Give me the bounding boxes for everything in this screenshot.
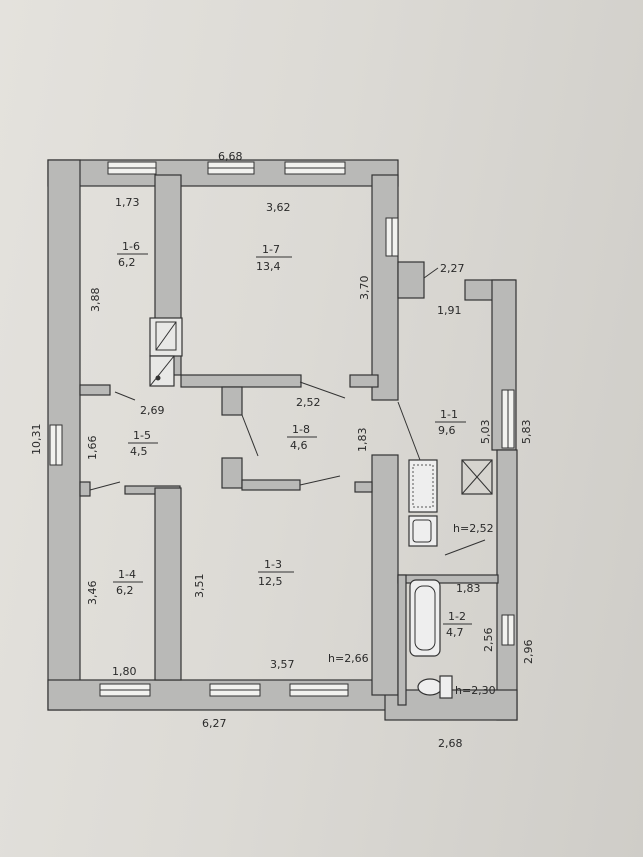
wall-bath-right: [496, 449, 518, 721]
wall-r8-stub-bottom: [221, 457, 243, 489]
wall-r6-bottom: [79, 384, 111, 396]
wall-r4-top: [79, 481, 91, 497]
wall-r3-top-mid: [241, 479, 301, 491]
toilet: [417, 678, 443, 696]
dim-r2-outer: 2,96: [522, 640, 535, 665]
svg-text:13,4: 13,4: [256, 260, 281, 273]
wall-r3-top-right: [354, 481, 373, 493]
utility-box: [461, 459, 493, 495]
svg-text:6,2: 6,2: [116, 584, 134, 597]
room-label-1-5: 1-5 4,5: [128, 429, 158, 458]
room-label-1-3: 1-3 12,5: [258, 558, 294, 588]
dim-left-overall: 10,31: [30, 424, 43, 456]
dim-bath-bottom: 2,68: [438, 737, 463, 750]
wall-r7-bottom-left: [180, 374, 302, 388]
dim-r7-side: 3,70: [358, 276, 371, 301]
room-label-1-6: 1-6 6,2: [117, 240, 148, 269]
dim-top-overall: 6,68: [218, 150, 243, 163]
dim-r1-inner: 1,91: [437, 304, 462, 317]
dim-r2-side: 2,56: [482, 628, 495, 653]
wall-r3-right: [371, 454, 399, 696]
wall-r8-stub-top: [221, 386, 243, 416]
svg-text:1-7: 1-7: [262, 243, 280, 256]
svg-text:1-4: 1-4: [118, 568, 136, 581]
dim-r5-side: 1,66: [86, 436, 99, 461]
dim-r7-top: 3,62: [266, 201, 291, 214]
dim-r6-side: 3,88: [89, 288, 102, 313]
dim-bottom-overall: 6,27: [202, 717, 227, 730]
dim-r1-side: 5,03: [479, 420, 492, 445]
cooktop: [408, 459, 438, 513]
svg-text:1-2: 1-2: [448, 610, 466, 623]
wall-step: [397, 261, 425, 299]
svg-text:6,2: 6,2: [118, 256, 136, 269]
wall-r4-r3: [154, 487, 182, 681]
height-kitchen: h=2,52: [453, 522, 494, 535]
doors: [89, 381, 486, 556]
svg-text:12,5: 12,5: [258, 575, 283, 588]
svg-text:9,6: 9,6: [438, 424, 456, 437]
svg-text:4,6: 4,6: [290, 439, 308, 452]
wall-right-upper: [371, 174, 399, 401]
room-label-1-4: 1-4 6,2: [113, 568, 143, 597]
fixtures: [149, 317, 493, 699]
room-label-1-8: 1-8 4,6: [287, 423, 317, 452]
dim-r8-top: 2,52: [296, 396, 321, 409]
svg-text:4,5: 4,5: [130, 445, 148, 458]
bathtub: [409, 579, 441, 657]
height-bath: h=2,30: [455, 684, 496, 697]
dim-r1-outer: 5,83: [520, 420, 533, 445]
room-label-1-7: 1-7 13,4: [256, 243, 292, 273]
dim-r3-bottom: 3,57: [270, 658, 295, 671]
wall-r7-bottom-right: [349, 374, 379, 388]
wall-bath-left: [397, 574, 407, 706]
dim-r1-top: 2,27: [440, 262, 465, 275]
room-label-1-2: 1-2 4,7: [443, 610, 472, 639]
svg-text:4,7: 4,7: [446, 626, 464, 639]
svg-text:1-6: 1-6: [122, 240, 140, 253]
dim-r4-side: 3,46: [86, 581, 99, 606]
windows: [49, 161, 515, 697]
dim-r4-bottom: 1,80: [112, 665, 137, 678]
dim-r3-side: 3,51: [193, 574, 206, 599]
dim-r6-top: 1,73: [115, 196, 140, 209]
room-label-1-1: 1-1 9,6: [435, 408, 466, 437]
svg-text:1-1: 1-1: [440, 408, 458, 421]
dim-r2-top: 1,83: [456, 582, 481, 595]
svg-text:1-3: 1-3: [264, 558, 282, 571]
svg-text:1-5: 1-5: [133, 429, 151, 442]
dim-r5-top: 2,69: [140, 404, 165, 417]
dim-r8-side: 1,83: [356, 428, 369, 453]
height-main: h=2,66: [328, 652, 369, 665]
svg-text:1-8: 1-8: [292, 423, 310, 436]
